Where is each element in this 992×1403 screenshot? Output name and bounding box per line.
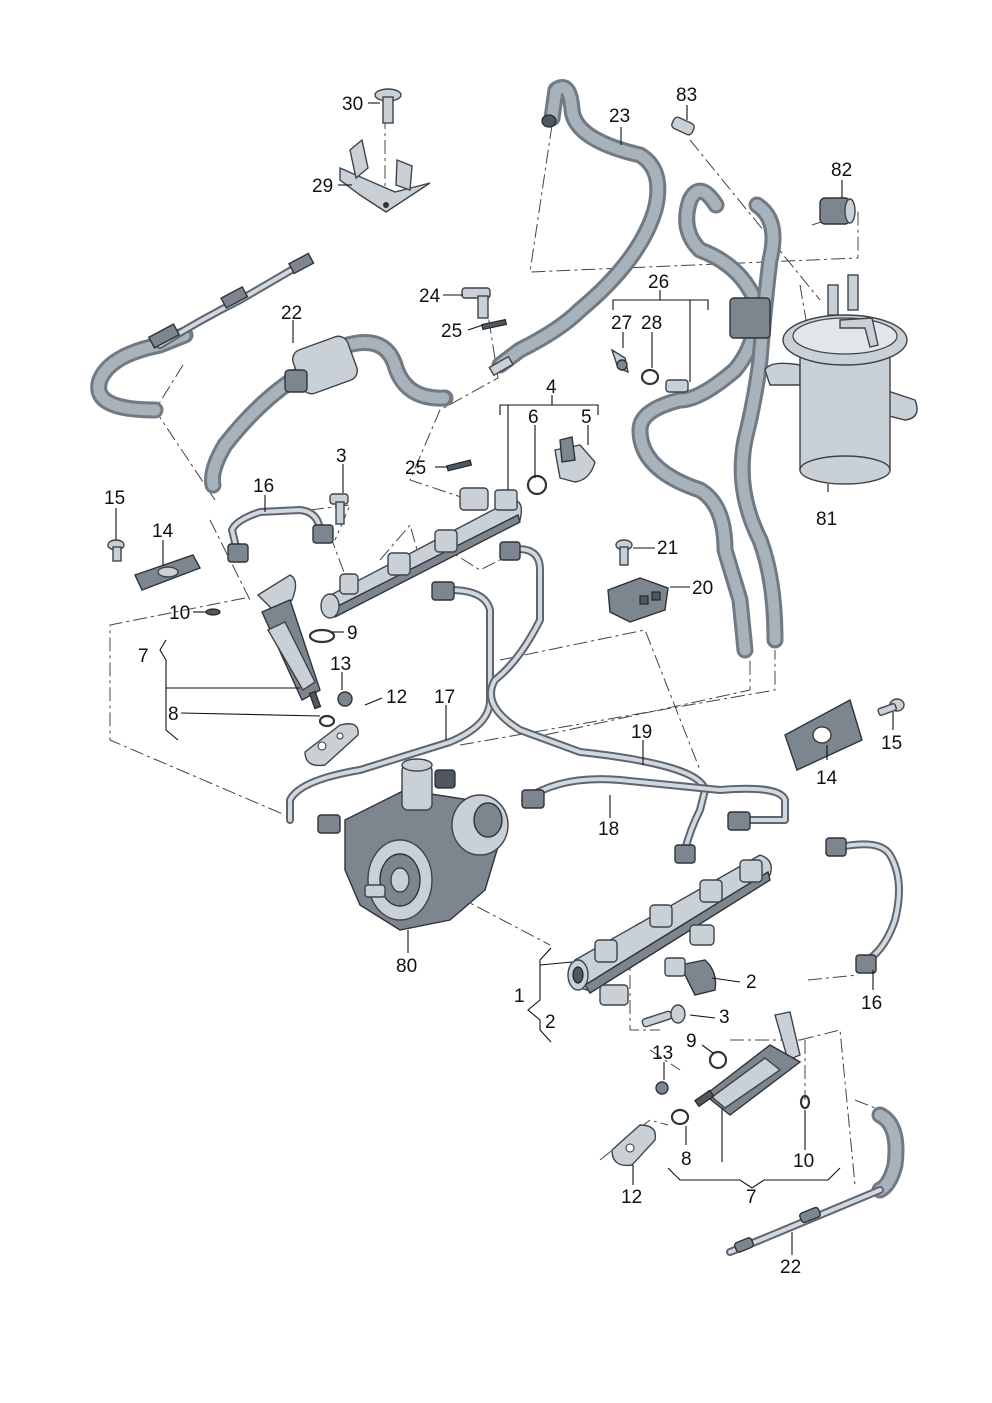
part-label-13-right: 13 xyxy=(652,1043,673,1064)
part-label-25-top: 25 xyxy=(441,321,462,342)
part-labels: 30 29 23 83 82 22 24 25 26 27 28 4 6 5 3… xyxy=(104,85,902,1278)
hose-23 xyxy=(488,79,667,377)
bolt-15-right xyxy=(877,698,905,716)
part-label-20: 20 xyxy=(692,578,713,599)
leader-lines xyxy=(115,102,894,1255)
clamp-14-right xyxy=(784,698,863,771)
part-label-4: 4 xyxy=(546,377,557,398)
bolt-15-left xyxy=(107,539,125,562)
injector-right xyxy=(611,1011,811,1167)
part-label-16-top: 16 xyxy=(253,476,274,497)
pressure-valve-5-6 xyxy=(526,436,596,496)
plug-83 xyxy=(671,116,695,136)
part-label-16-right: 16 xyxy=(861,993,882,1014)
part-label-3-bottom: 3 xyxy=(719,1007,730,1028)
part-label-2-left: 2 xyxy=(545,1012,556,1033)
part-label-8-left: 8 xyxy=(168,704,179,725)
part-label-6: 6 xyxy=(528,407,539,428)
part-label-15-left: 15 xyxy=(104,488,125,509)
part-label-7-right: 7 xyxy=(746,1187,757,1208)
part-label-12-left: 12 xyxy=(386,687,407,708)
pipe-16-top xyxy=(227,506,334,563)
part-label-2-right: 2 xyxy=(746,972,757,993)
part-label-23: 23 xyxy=(609,106,630,127)
part-label-14-left: 14 xyxy=(152,521,174,542)
bolt-21 xyxy=(615,539,633,566)
pipe-18 xyxy=(521,775,789,831)
sensor-20 xyxy=(607,577,669,623)
pipe-16-bottom xyxy=(825,837,903,974)
fuel-rail-left xyxy=(320,487,523,619)
part-label-9-left: 9 xyxy=(347,623,358,644)
part-label-81: 81 xyxy=(816,509,837,530)
part-label-28: 28 xyxy=(641,313,662,334)
return-hoses-to-filter xyxy=(631,182,784,659)
clamp-14-left xyxy=(134,554,201,591)
bolt-3-top xyxy=(329,493,349,525)
sleeve-82 xyxy=(819,197,856,225)
high-pressure-pump xyxy=(344,758,509,931)
pipe-17 xyxy=(286,581,494,834)
part-label-17: 17 xyxy=(434,687,455,708)
part-label-18: 18 xyxy=(598,819,619,840)
pressure-sensor-2 xyxy=(664,957,717,996)
fuel-cooler-hose-22-top xyxy=(90,252,454,494)
part-label-7-left: 7 xyxy=(138,646,149,667)
part-label-26: 26 xyxy=(648,272,669,293)
part-label-19: 19 xyxy=(631,722,652,743)
part-label-10-left: 10 xyxy=(169,603,190,624)
part-label-3-top: 3 xyxy=(336,446,347,467)
part-label-29: 29 xyxy=(312,176,333,197)
part-label-14-right: 14 xyxy=(816,768,838,789)
part-label-22-top: 22 xyxy=(281,303,302,324)
part-label-24: 24 xyxy=(419,286,441,307)
part-label-5: 5 xyxy=(581,407,592,428)
part-label-1: 1 xyxy=(514,986,525,1007)
part-label-80: 80 xyxy=(396,956,417,977)
small-fittings-top xyxy=(446,287,660,472)
part-label-21: 21 xyxy=(657,538,678,559)
part-label-22-bottom: 22 xyxy=(780,1257,801,1278)
bolt-3-bottom xyxy=(641,1004,686,1028)
part-label-12-right: 12 xyxy=(621,1187,642,1208)
part-label-83: 83 xyxy=(676,85,697,106)
part-label-30: 30 xyxy=(342,94,363,115)
part-label-10-right: 10 xyxy=(793,1151,814,1172)
part-label-82: 82 xyxy=(831,160,852,181)
fuel-filter xyxy=(764,274,918,485)
return-hose-22-bottom xyxy=(726,1106,905,1256)
part-label-27: 27 xyxy=(611,313,632,334)
pipe-19 xyxy=(487,541,709,864)
part-label-8-right: 8 xyxy=(681,1149,692,1170)
part-label-9-right: 9 xyxy=(686,1031,697,1052)
part-label-25-mid: 25 xyxy=(405,458,426,479)
part-label-15-right: 15 xyxy=(881,733,902,754)
fuel-rail-right xyxy=(567,854,772,1006)
injector-left xyxy=(205,574,359,767)
mounting-bracket xyxy=(339,138,431,213)
part-label-13-left: 13 xyxy=(330,654,351,675)
screw-30 xyxy=(374,88,402,124)
